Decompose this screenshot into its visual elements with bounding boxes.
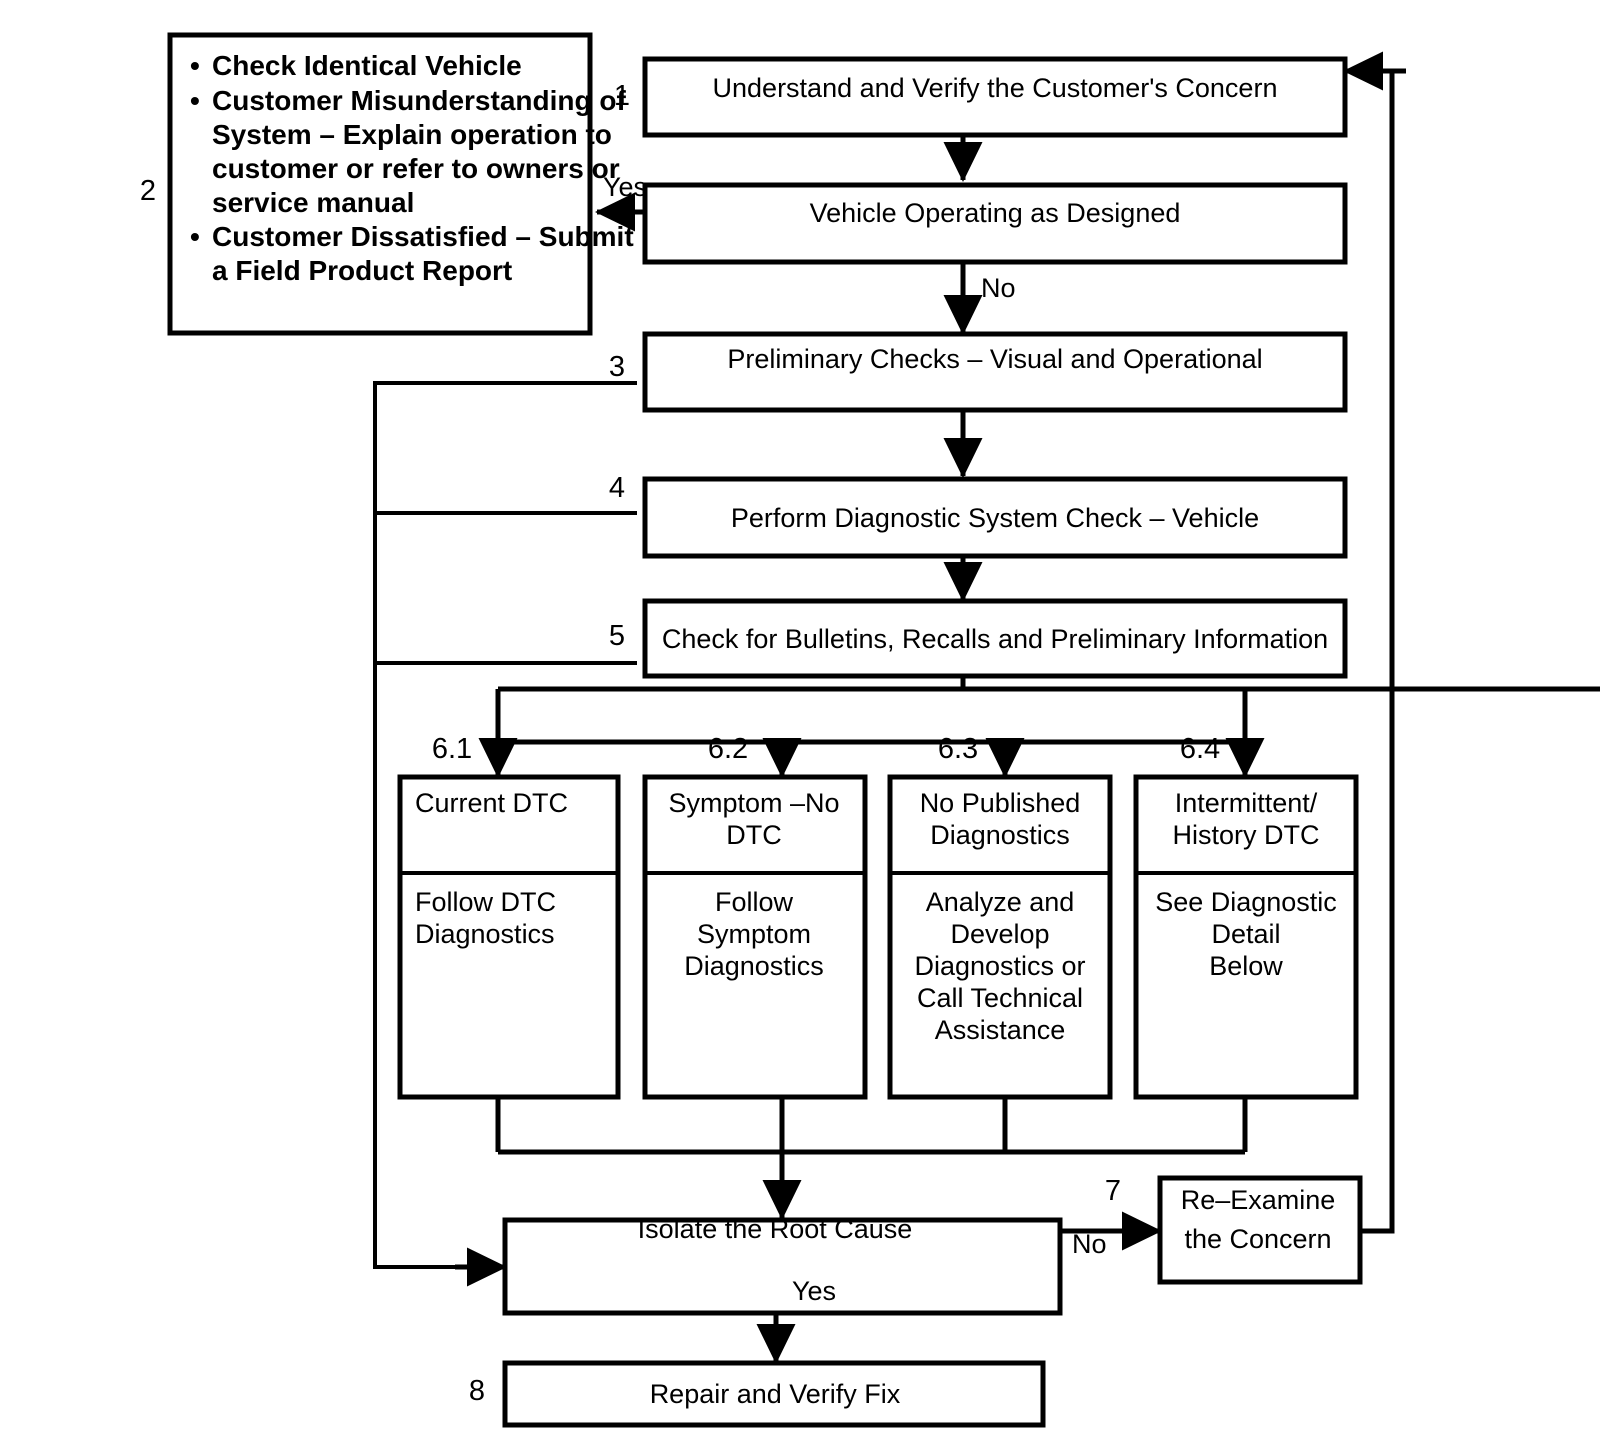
note-box-step-number: 2 — [140, 175, 156, 207]
note-bullet-glyph-1: • — [190, 50, 200, 81]
branch-63-body-line-3: Diagnostics or — [914, 951, 1085, 981]
step-number-7: 7 — [1105, 1175, 1121, 1207]
branch-64-body-line-3: Below — [1209, 951, 1283, 981]
branch-61-header-line-1: Current DTC — [415, 788, 568, 818]
branch-63-header-line-1: No Published — [920, 788, 1081, 818]
branch-63-body-line-1: Analyze and — [926, 887, 1075, 917]
branch-61-body-line-1: Follow DTC — [415, 887, 556, 917]
step-label-4: Perform Diagnostic System Check – Vehicl… — [731, 503, 1259, 533]
branch-63-body-line-5: Assistance — [935, 1015, 1066, 1045]
branch-number-62: 6.2 — [708, 733, 748, 765]
branch-64-header-line-2: History DTC — [1173, 820, 1320, 850]
box-isolate-root-cause[interactable] — [502, 1217, 1063, 1316]
edge-label-yes-isolate: Yes — [792, 1276, 836, 1306]
step-label-7-line-1: Re–Examine — [1181, 1185, 1336, 1215]
step-label-isolate: Isolate the Root Cause — [638, 1214, 913, 1244]
branch-64-body-line-1: See Diagnostic — [1155, 887, 1337, 917]
branch-61-body-line-2: Diagnostics — [415, 919, 555, 949]
branch-62-body-line-2: Symptom — [697, 919, 811, 949]
note-bullet-2-line-3: customer or refer to owners or — [212, 153, 620, 184]
box-branch-62[interactable] — [642, 774, 868, 1100]
box-step-5[interactable] — [642, 598, 1348, 679]
branch-64-body-line-2: Detail — [1211, 919, 1280, 949]
branch-62-header-line-2: DTC — [726, 820, 782, 850]
box-step-8[interactable] — [502, 1360, 1046, 1428]
note-bullet-1-line-1: Check Identical Vehicle — [212, 50, 522, 81]
box-step-1[interactable] — [642, 56, 1348, 138]
step-number-5: 5 — [609, 620, 625, 652]
step-number-4: 4 — [609, 472, 625, 504]
note-bullet-2-line-1: Customer Misunderstanding of — [212, 85, 626, 116]
box-step-3[interactable] — [642, 331, 1348, 413]
note-bullet-3-line-1: Customer Dissatisfied – Submit — [212, 221, 634, 252]
edge-label-no-isolate: No — [1072, 1229, 1107, 1259]
box-branch-64[interactable] — [1133, 774, 1359, 1100]
branch-number-63: 6.3 — [938, 733, 978, 765]
note-bullet-2-line-4: service manual — [212, 187, 414, 218]
box-step-7[interactable] — [1157, 1175, 1363, 1285]
return-bus-step7-to-step1 — [1360, 68, 1406, 1234]
edge-label-no-top: No — [981, 273, 1016, 303]
step-label-1: Understand and Verify the Customer's Con… — [713, 73, 1278, 103]
box-branch-61[interactable] — [397, 774, 621, 1100]
bypass-bus-step3 — [373, 381, 637, 1269]
box-branch-63[interactable] — [887, 774, 1113, 1100]
note-bullet-2-line-2: System – Explain operation to — [212, 119, 612, 150]
branch-number-61: 6.1 — [432, 733, 472, 765]
step-label-8: Repair and Verify Fix — [650, 1379, 901, 1409]
note-box — [167, 32, 593, 336]
note-bullet-glyph-2: • — [190, 85, 200, 116]
step-label-5: Check for Bulletins, Recalls and Prelimi… — [662, 624, 1328, 654]
note-bullet-glyph-3: • — [190, 221, 200, 252]
step-label-7-line-2: the Concern — [1184, 1224, 1331, 1254]
branch-63-body-line-2: Develop — [950, 919, 1049, 949]
branch-64-header-line-1: Intermittent/ — [1175, 788, 1318, 818]
step-label-3: Preliminary Checks – Visual and Operatio… — [727, 344, 1262, 374]
edge-label-yes-top: Yes — [603, 172, 647, 202]
box-vehicle-operating[interactable] — [642, 182, 1348, 265]
branch-62-header-line-1: Symptom –No — [668, 788, 839, 818]
step-number-8: 8 — [469, 1375, 485, 1407]
box-step-4[interactable] — [642, 476, 1348, 559]
branch-63-body-line-4: Call Technical — [917, 983, 1083, 1013]
step-number-3: 3 — [609, 351, 625, 383]
branch-62-body-line-1: Follow — [715, 887, 794, 917]
note-bullet-3-line-2: a Field Product Report — [212, 255, 512, 286]
step-label-vehicle-operating: Vehicle Operating as Designed — [810, 198, 1181, 228]
branch-63-header-line-2: Diagnostics — [930, 820, 1070, 850]
branch-number-64: 6.4 — [1180, 733, 1220, 765]
branch-62-body-line-3: Diagnostics — [684, 951, 824, 981]
step-number-1: 1 — [614, 80, 630, 112]
